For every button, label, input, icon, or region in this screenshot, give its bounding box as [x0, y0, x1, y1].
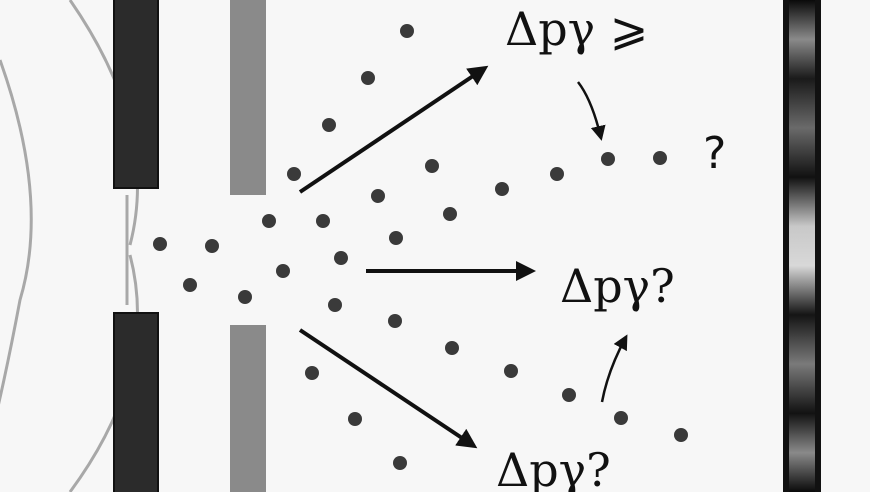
particle — [614, 411, 628, 425]
arrow-up — [298, 65, 489, 194]
particle — [388, 314, 402, 328]
pointer-arrow-bottom — [600, 334, 628, 403]
second-barrier-top — [230, 0, 266, 195]
particle — [550, 167, 564, 181]
particle — [425, 159, 439, 173]
pointer-arrow-top — [577, 81, 606, 141]
label-delta-p-top: Δpγ ⩾ — [505, 2, 648, 56]
particle — [334, 251, 348, 265]
particle — [601, 152, 615, 166]
slit-barrier-bottom — [113, 312, 159, 492]
slit-barrier-top — [113, 0, 159, 189]
particle — [153, 237, 167, 251]
particle — [322, 118, 336, 132]
label-delta-p-middle: Δpγ? — [560, 259, 675, 313]
second-barrier-bottom — [230, 325, 266, 492]
particle — [287, 167, 301, 181]
particle — [305, 366, 319, 380]
pointer-arrows — [577, 81, 628, 403]
second-barrier — [230, 0, 266, 492]
momentum-arrows — [298, 65, 536, 449]
label-delta-p-bottom: Δpγ? — [496, 443, 611, 492]
particle — [443, 207, 457, 221]
particle — [495, 182, 509, 196]
wavefront-inner-arc — [0, 59, 33, 405]
interference-pattern — [789, 0, 815, 492]
particle — [348, 412, 362, 426]
label-question-mark: ? — [703, 128, 726, 179]
particle — [205, 239, 219, 253]
particle — [276, 264, 290, 278]
particle — [674, 428, 688, 442]
particle — [400, 24, 414, 38]
detection-screen — [783, 0, 821, 492]
particle — [562, 388, 576, 402]
particle — [445, 341, 459, 355]
arrow-down — [298, 328, 478, 449]
particle — [361, 71, 375, 85]
particles — [153, 24, 688, 470]
particle — [389, 231, 403, 245]
particle — [371, 189, 385, 203]
particle — [238, 290, 252, 304]
particle — [316, 214, 330, 228]
particle — [328, 298, 342, 312]
particle — [393, 456, 407, 470]
particle — [504, 364, 518, 378]
particle — [262, 214, 276, 228]
slit-barrier — [113, 0, 159, 492]
particle — [653, 151, 667, 165]
particle — [183, 278, 197, 292]
